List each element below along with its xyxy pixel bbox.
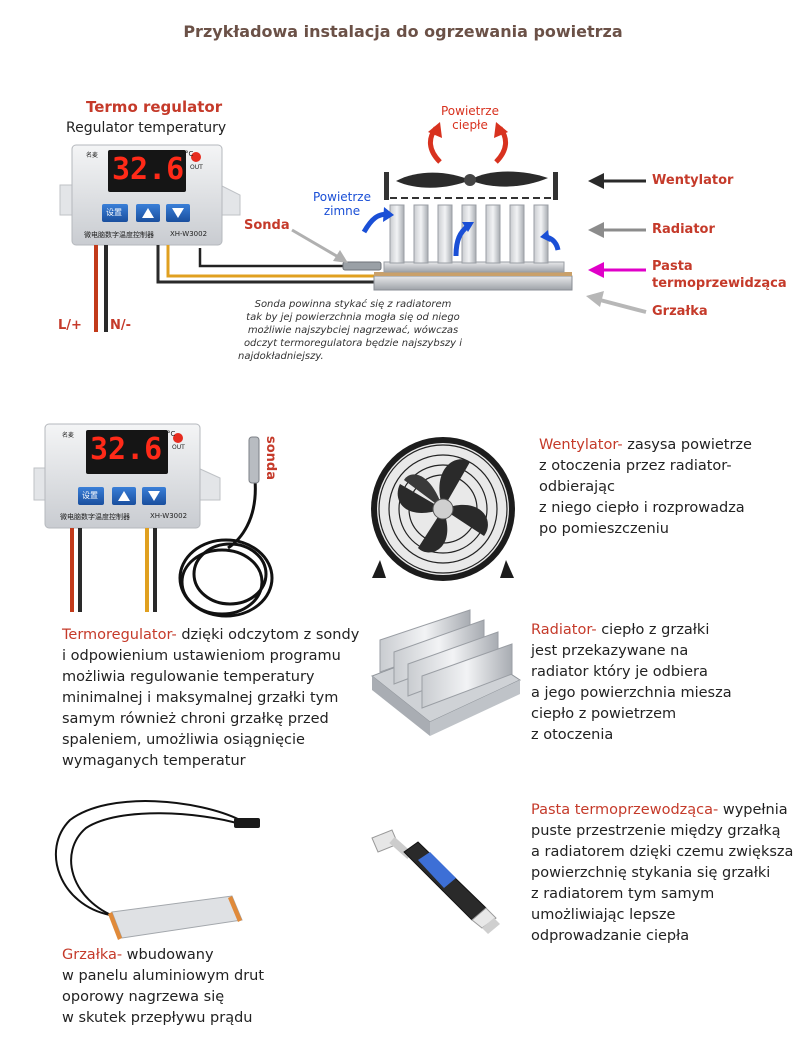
regulator-description: Termoregulator- dzięki odczytom z sondy … bbox=[62, 627, 360, 769]
out-label-mid: OUT bbox=[172, 444, 185, 451]
heater-label: Grzałka bbox=[652, 304, 708, 319]
heatsink-image bbox=[370, 609, 522, 736]
brand-label-mid: 名麦 bbox=[62, 432, 75, 439]
n-minus-label: N/- bbox=[110, 318, 132, 333]
fan-label: Wentylator bbox=[652, 173, 734, 188]
thermoregulator-device-top bbox=[59, 144, 382, 332]
thermoregulator-device-mid bbox=[33, 423, 274, 618]
set-button[interactable]: 设置 bbox=[106, 208, 122, 217]
temperature-display-mid: 32.6 bbox=[90, 432, 163, 467]
panel-text-mid: 微电脑数字温度控制器 bbox=[60, 513, 130, 521]
radiator-label: Radiator bbox=[652, 222, 715, 237]
fan-image bbox=[371, 437, 515, 581]
out-label: OUT bbox=[190, 164, 203, 171]
heater-image bbox=[54, 800, 260, 940]
model-label-mid: XH-W3002 bbox=[150, 512, 188, 520]
panel-text: 微电脑数字温度控制器 bbox=[84, 231, 154, 239]
l-plus-label: L/+ bbox=[58, 318, 82, 333]
temperature-display: 32.6 bbox=[112, 152, 185, 187]
paste-description: Pasta termoprzewodząca- wypełnia puste p… bbox=[531, 802, 794, 944]
radiator-assembly-top bbox=[373, 171, 573, 291]
model-label: XH-W3002 bbox=[170, 230, 208, 238]
set-button-mid[interactable]: 设置 bbox=[82, 491, 98, 500]
sonda-label: Sonda bbox=[244, 218, 290, 233]
unit-label-mid: °C bbox=[167, 430, 176, 438]
fan-description: Wentylator- zasysa powietrze z otoczenia… bbox=[539, 437, 752, 537]
brand-label: 名麦 bbox=[86, 152, 99, 159]
unit-label: °C bbox=[185, 150, 194, 158]
probe-label: sonda bbox=[263, 436, 278, 481]
termo-regulator-subtitle: Regulator temperatury bbox=[66, 120, 227, 136]
radiator-description: Radiator- ciepło z grzałki jest przekazy… bbox=[531, 622, 732, 743]
thermal-paste-syringe-image bbox=[371, 829, 500, 934]
page-title: Przykładowa instalacja do ogrzewania pow… bbox=[183, 22, 623, 41]
termo-regulator-title: Termo regulator bbox=[86, 98, 223, 116]
probe-note: Sonda powinna stykać się z radiatorem ta… bbox=[238, 299, 463, 362]
heater-description: Grzałka- wbudowany w panelu aluminiowym … bbox=[62, 947, 265, 1026]
